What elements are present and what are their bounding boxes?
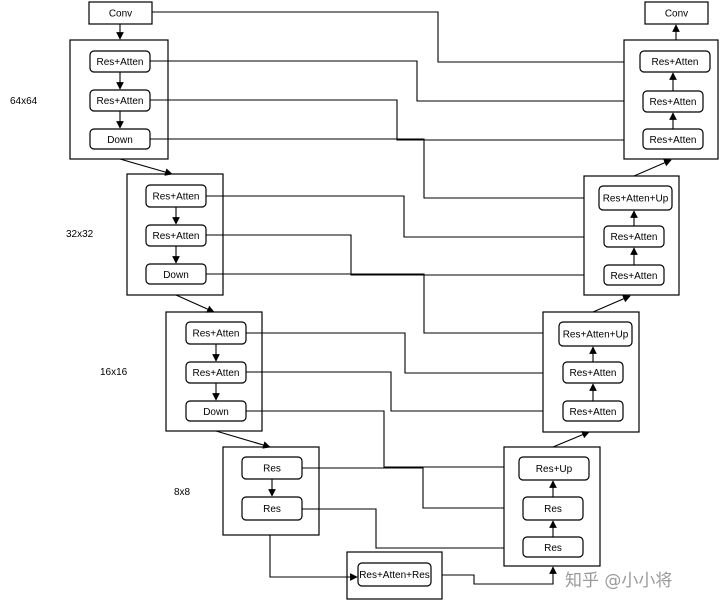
skip-enc16-b2-to-dec16 (246, 371, 543, 412)
dec32-b1-label: Res+Atten+Up (603, 194, 669, 205)
middle-block-node (357, 562, 432, 587)
dec8-b1-label: Res+Up (536, 464, 573, 475)
skip-enc16-down-to-dec8 (246, 410, 504, 468)
dec16-b1-node (558, 321, 633, 347)
arrow-dec16-to-dec32 (592, 295, 631, 313)
middle-block-label: Res+Atten+Res (359, 570, 430, 581)
resolution-label-8: 8x8 (174, 487, 191, 498)
dec16-b2-label: Res+Atten (570, 368, 617, 379)
enc16-b2-label: Res+Atten (193, 368, 240, 379)
enc32-b1-label: Res+Atten (153, 192, 200, 203)
encoder-conv-label: Conv (109, 9, 132, 20)
arrow-enc32-to-enc16 (175, 294, 215, 313)
enc64-b3-label: Down (107, 135, 133, 146)
skip-enc32-down-to-dec16 (206, 273, 543, 334)
resolution-label-64: 64x64 (10, 96, 38, 107)
arrow-enc16-to-enc8 (215, 430, 271, 449)
resolution-label-16: 16x16 (100, 367, 128, 378)
dec8-b2-label: Res (544, 504, 562, 515)
dec8-b1-node (518, 456, 590, 481)
skip-enc16-b1-to-dec16 (246, 332, 543, 374)
skip-enc64-b2-to-dec64 (150, 99, 624, 141)
skip-enc64-down-to-dec32 (150, 138, 584, 199)
dec16-b1-label: Res+Atten+Up (563, 330, 629, 341)
decoder-conv-label: Conv (665, 9, 688, 20)
skip-enc32-b1-to-dec32 (206, 195, 584, 238)
dec16-b3-label: Res+Atten (570, 407, 617, 418)
enc16-b3-label: Down (203, 407, 229, 418)
arrow-enc8-to-middle (269, 535, 358, 581)
skip-enc32-b2-to-dec32 (206, 234, 584, 276)
dec64-b3-label: Res+Atten (650, 135, 697, 146)
dec32-b3-label: Res+Atten (611, 271, 658, 282)
skip-enc64-b1-to-dec64 (150, 60, 624, 102)
dec8-b3-label: Res (544, 543, 562, 554)
enc32-b2-label: Res+Atten (153, 231, 200, 242)
arrow-dec32-to-dec64 (633, 159, 672, 177)
skip-enc8-b1-to-dec8 (302, 467, 504, 509)
dec32-b1-node (598, 185, 673, 211)
arrow-dec8-to-dec16 (552, 431, 590, 448)
enc16-b1-label: Res+Atten (193, 329, 240, 340)
skip-enc-conv-to-dec64 (152, 11, 624, 63)
resolution-label-32: 32x32 (66, 229, 94, 240)
enc64-b2-label: Res+Atten (97, 96, 144, 107)
arrow-middle-to-dec8 (442, 566, 557, 585)
decoder-conv-node (644, 1, 709, 25)
dec64-b1-node (639, 50, 711, 73)
arrow-enc64-to-enc32 (119, 158, 173, 176)
dec32-b2-label: Res+Atten (611, 232, 658, 243)
enc8-b1-label: Res (263, 464, 281, 475)
dec64-b1-label: Res+Atten (652, 57, 699, 68)
enc8-b2-label: Res (263, 504, 281, 515)
dec64-b2-label: Res+Atten (650, 97, 697, 108)
skip-enc8-b2-to-dec8 (302, 508, 504, 549)
enc32-b3-label: Down (163, 270, 189, 281)
enc64-b1-label: Res+Atten (97, 57, 144, 68)
watermark-text: 知乎 @小小将 (565, 571, 672, 591)
